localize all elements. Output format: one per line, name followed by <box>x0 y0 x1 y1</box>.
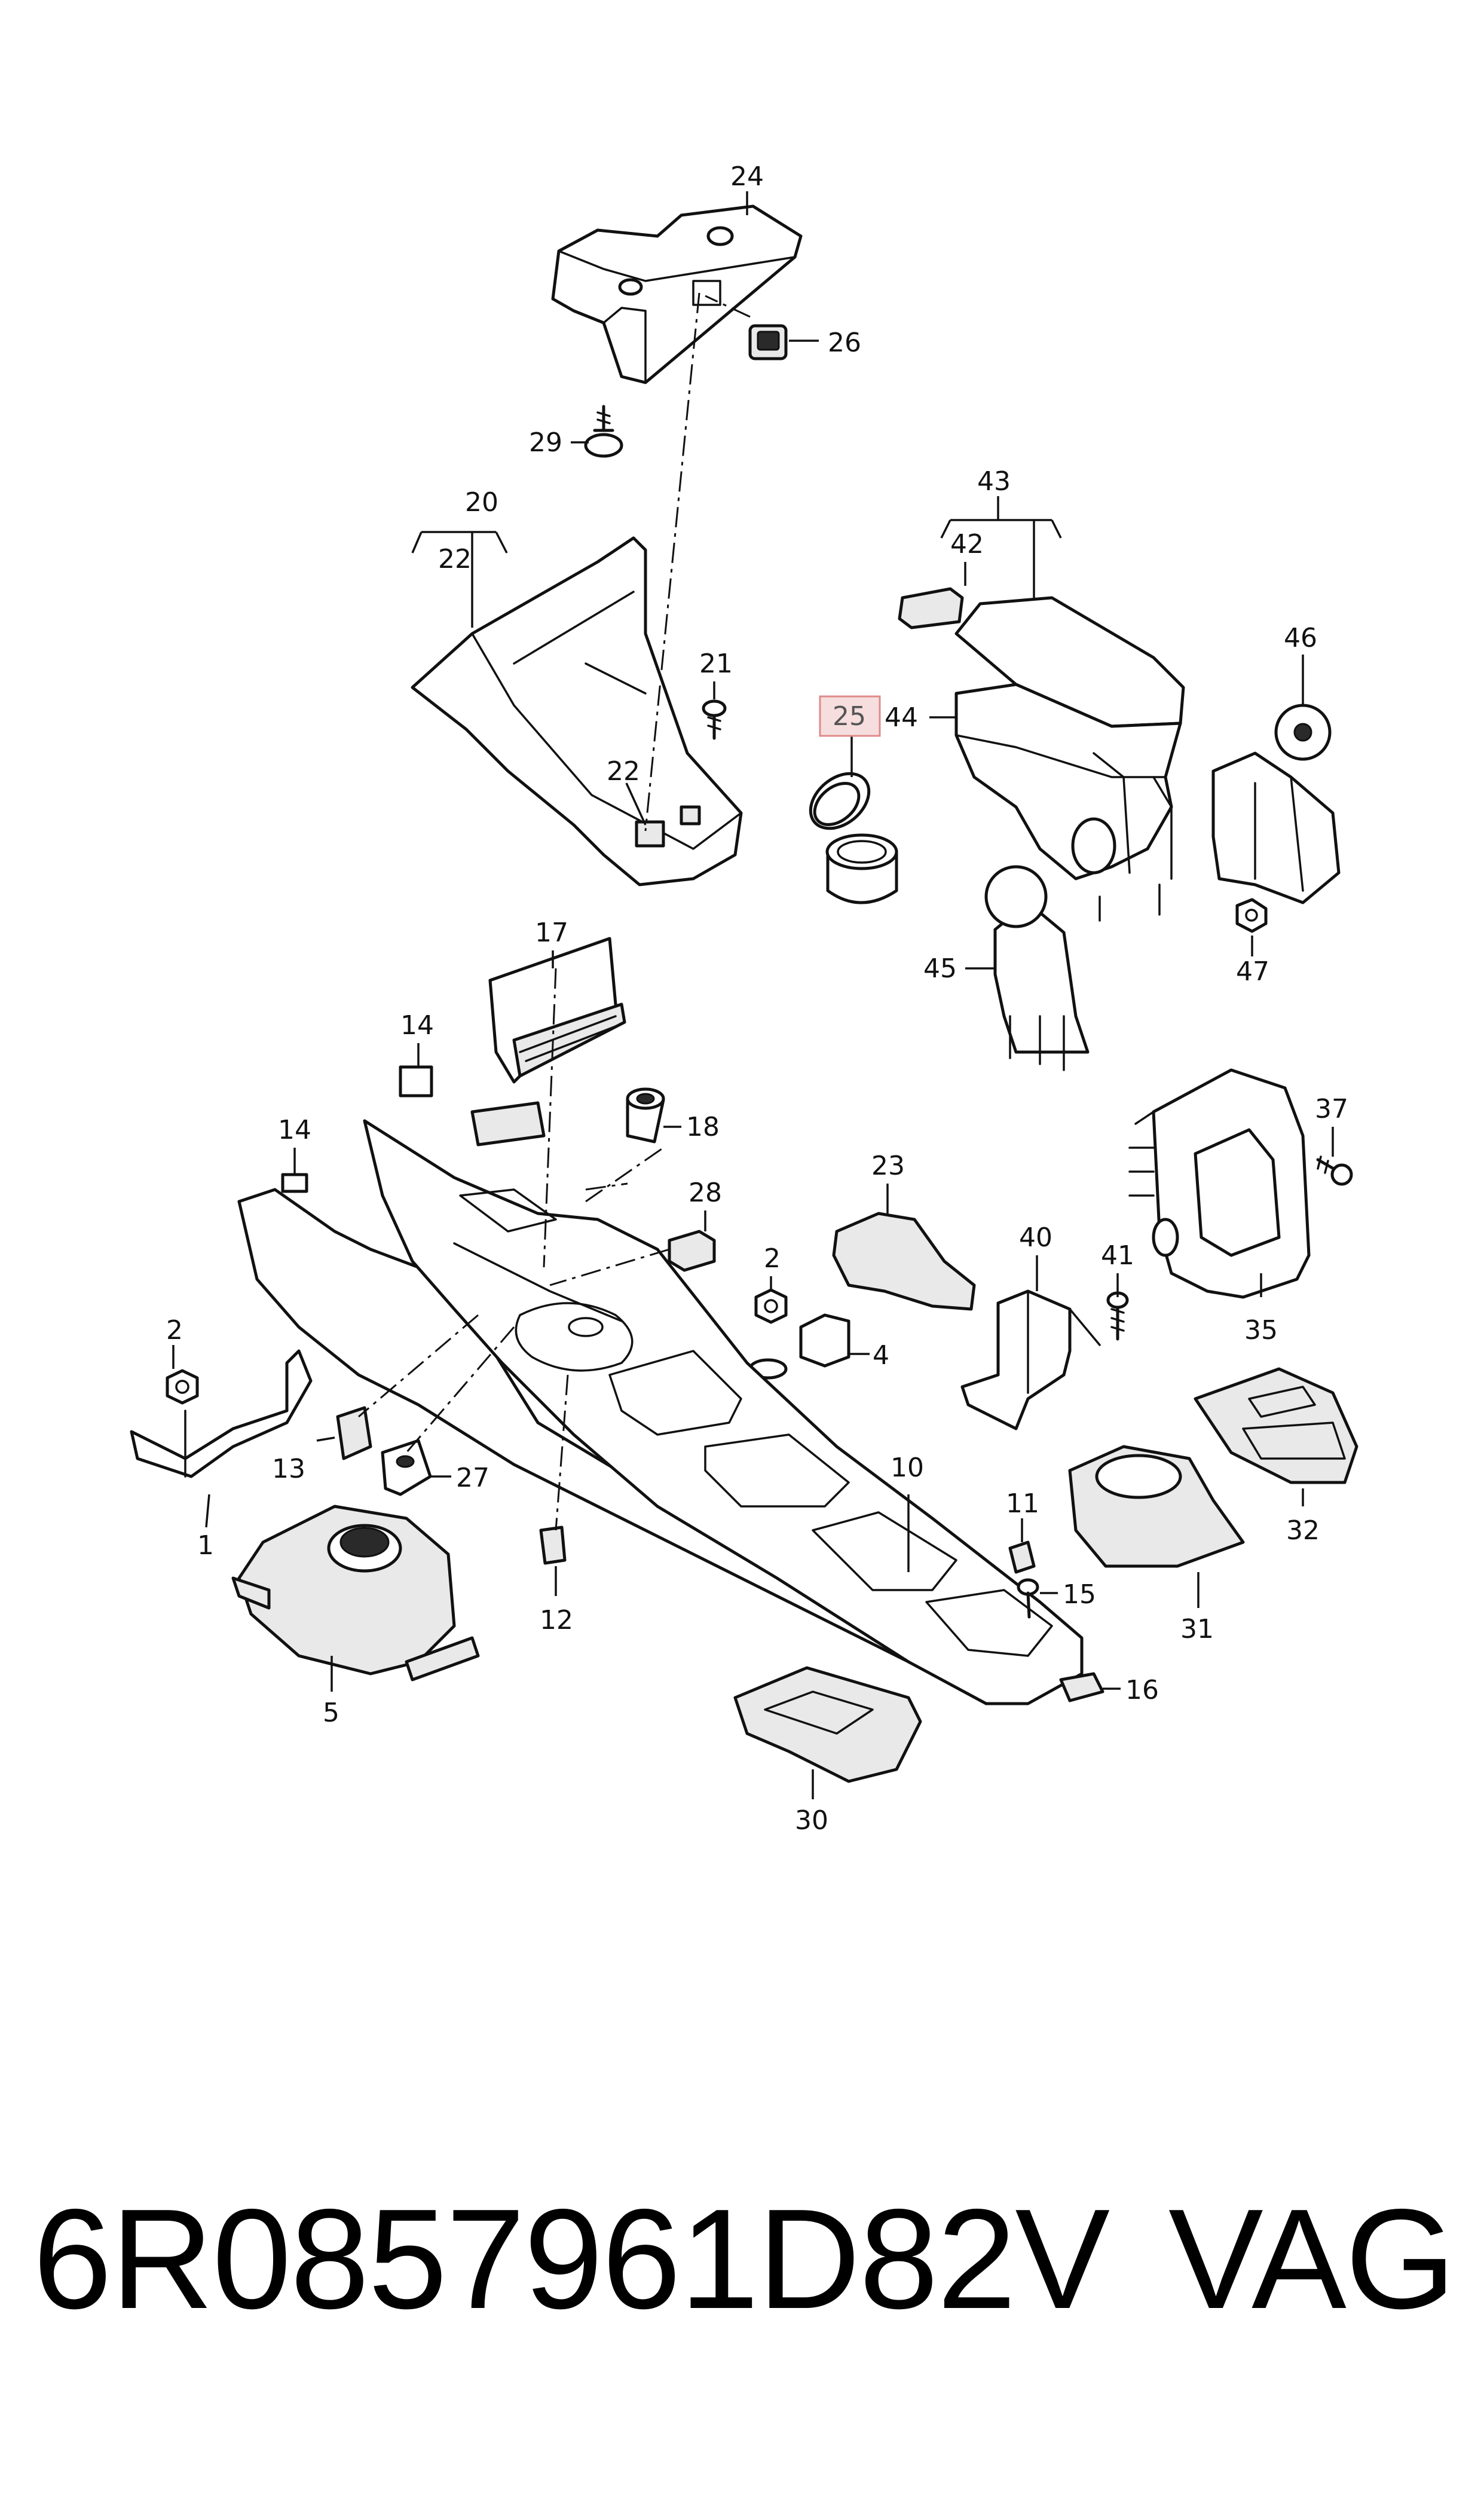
part-4-clip <box>748 1313 850 1380</box>
part-47-nut <box>1235 898 1268 933</box>
part-11-clip <box>1008 1540 1036 1574</box>
part-16-clip <box>1059 1672 1104 1702</box>
callout-15: 15 <box>1063 1579 1096 1610</box>
brand-name: VAG <box>1168 2180 1456 2338</box>
part-25-cupholder <box>809 772 898 904</box>
part-35-shifter-frame <box>1128 1068 1311 1299</box>
part-32-trim <box>1194 1367 1358 1484</box>
callout-30: 30 <box>795 1805 828 1836</box>
callout-40: 40 <box>1019 1222 1052 1253</box>
callout-11: 11 <box>1006 1488 1039 1519</box>
part-45-support <box>984 865 1090 1071</box>
part-46-bracket <box>1211 704 1341 904</box>
callout-46: 46 <box>1284 623 1317 653</box>
part-27-socket <box>381 1439 432 1496</box>
callout-29: 29 <box>529 427 562 458</box>
callout-35: 35 <box>1244 1315 1278 1346</box>
part-1-bracket <box>130 1349 313 1478</box>
callout-45: 45 <box>923 953 957 984</box>
part-15-screw <box>1017 1578 1039 1619</box>
callout-14-lower: 14 <box>278 1115 311 1145</box>
part-13-clip <box>336 1406 372 1460</box>
callout-42: 42 <box>950 529 984 560</box>
callout-28: 28 <box>689 1178 722 1208</box>
callout-2-left: 2 <box>166 1315 183 1346</box>
part-number: 6R0857961D82V <box>33 2180 1110 2338</box>
callout-37: 37 <box>1315 1094 1348 1124</box>
part-5-box <box>231 1505 480 1682</box>
part-14-pads <box>281 1065 433 1193</box>
callout-1: 1 <box>197 1530 214 1561</box>
callout-41: 41 <box>1101 1240 1134 1271</box>
callout-32: 32 <box>1286 1515 1320 1546</box>
callout-47: 47 <box>1236 956 1269 987</box>
assembly-lines <box>358 292 751 1531</box>
callout-10: 10 <box>891 1453 924 1483</box>
part-29-screw <box>584 405 623 458</box>
part-2-nut-left <box>166 1369 199 1405</box>
callout-43: 43 <box>977 466 1011 497</box>
callout-18: 18 <box>686 1112 720 1142</box>
callout-17: 17 <box>535 918 568 948</box>
part-24-storage-tray <box>551 204 803 384</box>
footer-part-number-line: 6R0857961D82V VAG <box>33 2180 1456 2338</box>
callout-31: 31 <box>1180 1614 1214 1644</box>
part-26-clip <box>748 324 788 360</box>
part-31-gear-boot <box>1068 1445 1245 1568</box>
part-2-nut-right <box>754 1288 788 1324</box>
callout-22-upper: 22 <box>438 544 472 574</box>
part-17-trim <box>488 937 626 1084</box>
callout-12: 12 <box>540 1605 573 1635</box>
part-40-bracket <box>960 1289 1101 1430</box>
part-21-screw <box>702 699 727 740</box>
part-23-cover <box>832 1212 976 1311</box>
part-37-screw <box>1316 1155 1353 1186</box>
callout-25-highlight <box>819 695 881 737</box>
callout-16: 16 <box>1125 1675 1159 1705</box>
callout-24: 24 <box>730 161 764 192</box>
part-28-cap <box>668 1230 716 1272</box>
leader-lines <box>172 191 1334 1799</box>
callout-25: 25 <box>833 701 866 732</box>
callout-4: 4 <box>873 1340 889 1371</box>
callout-13: 13 <box>272 1454 305 1484</box>
part-30-tray <box>733 1666 922 1783</box>
part-42-pad <box>898 587 964 629</box>
part-12-clip <box>539 1526 567 1565</box>
part-41-screw <box>1106 1291 1129 1341</box>
part-20-console-panel <box>411 536 743 886</box>
callout-21: 21 <box>699 649 733 679</box>
callout-23: 23 <box>871 1151 905 1181</box>
callout-26: 26 <box>828 328 861 358</box>
callout-14-upper: 14 <box>400 1010 434 1041</box>
callout-20: 20 <box>465 487 498 518</box>
callout-27: 27 <box>456 1463 489 1493</box>
callout-5: 5 <box>323 1698 339 1728</box>
callout-22-lower: 22 <box>607 756 640 787</box>
callout-2-right: 2 <box>764 1243 781 1274</box>
callout-44: 44 <box>885 702 918 733</box>
part-43-armrest <box>954 596 1185 922</box>
part-18-socket <box>626 1087 665 1144</box>
callouts: 24 26 29 20 22 21 22 43 42 46 25 44 45 4… <box>166 161 1348 1836</box>
